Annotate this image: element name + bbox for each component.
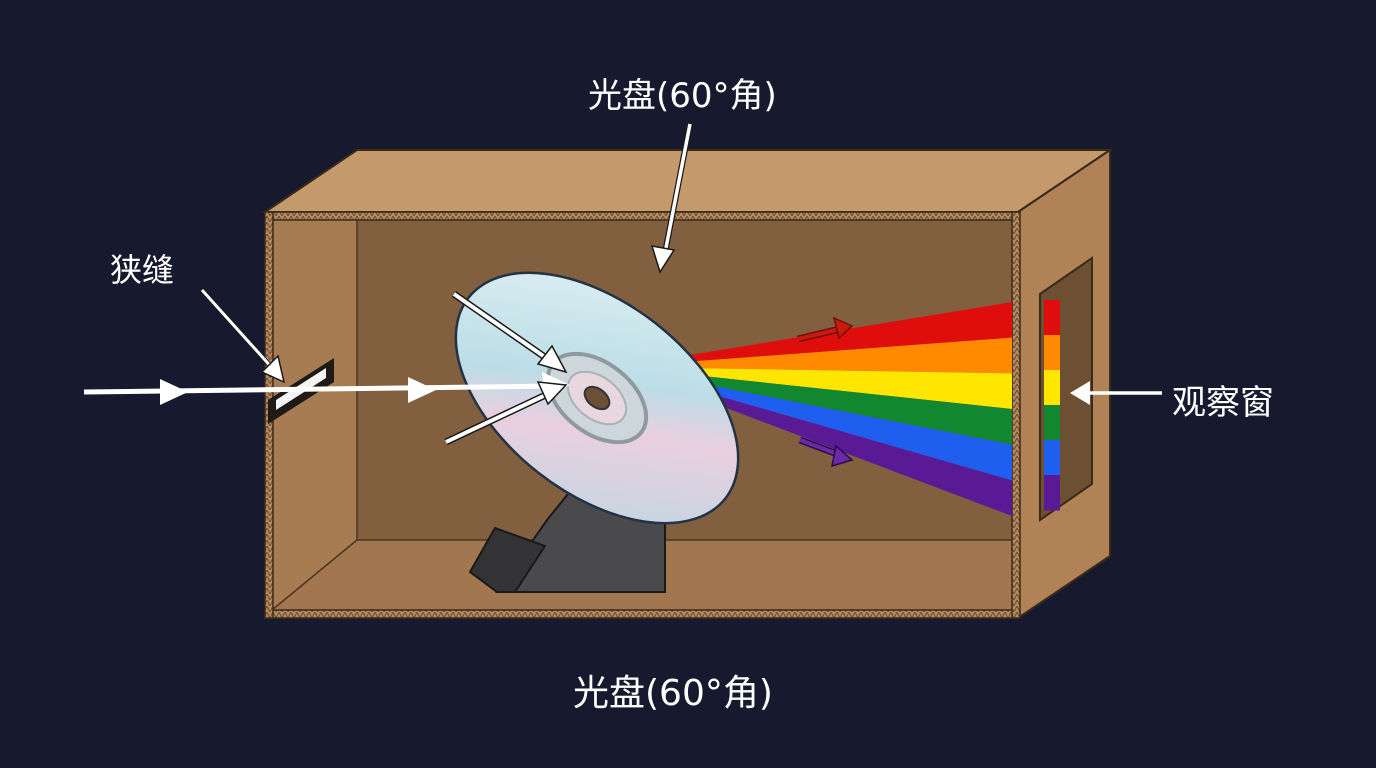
slit-pointer-arrow — [200, 288, 286, 384]
window-spectrum-band — [1044, 300, 1060, 336]
window-spectrum-band — [1044, 405, 1060, 441]
violet-direction-arrow — [798, 436, 854, 468]
disc-label-top: 光盘(60°角) — [588, 76, 777, 116]
arrow-up-right-icon — [444, 381, 568, 446]
window-spectrum-band — [1044, 440, 1060, 476]
window-spectrum-band — [1044, 475, 1060, 511]
spectrum-band — [684, 337, 1012, 374]
viewing-window-spectrum — [1044, 300, 1060, 511]
arrow-left-icon — [1070, 381, 1162, 405]
window-spectrum-band — [1044, 370, 1060, 406]
box-interior-left-wall — [272, 220, 357, 610]
box-front-top-edge — [264, 211, 1019, 221]
spectrum-band — [684, 380, 1012, 481]
viewing-window-label: 观察窗 — [1172, 383, 1274, 423]
box-front-right-edge — [1011, 211, 1021, 619]
spectrum-band — [684, 302, 1012, 362]
window-spectrum-band — [1044, 335, 1060, 371]
caption: 光盘(60°角) — [573, 673, 773, 714]
slit-label: 狭缝 — [110, 251, 175, 289]
compact-disc — [454, 271, 740, 525]
spectrum-band — [684, 368, 1012, 409]
red-direction-arrow — [797, 316, 854, 343]
interior-edge — [271, 539, 358, 611]
spectrum-fan — [684, 302, 1012, 516]
disc-hole — [583, 385, 611, 411]
box-top-face — [261, 149, 1114, 213]
arrow-down-right-icon — [452, 291, 568, 374]
disc-pointer-arrow — [650, 123, 693, 274]
spectrum-band — [684, 386, 1012, 516]
spectrum-band — [684, 374, 1012, 445]
box-front-bottom-edge — [264, 609, 1019, 619]
disc-stand-foot — [468, 526, 547, 593]
